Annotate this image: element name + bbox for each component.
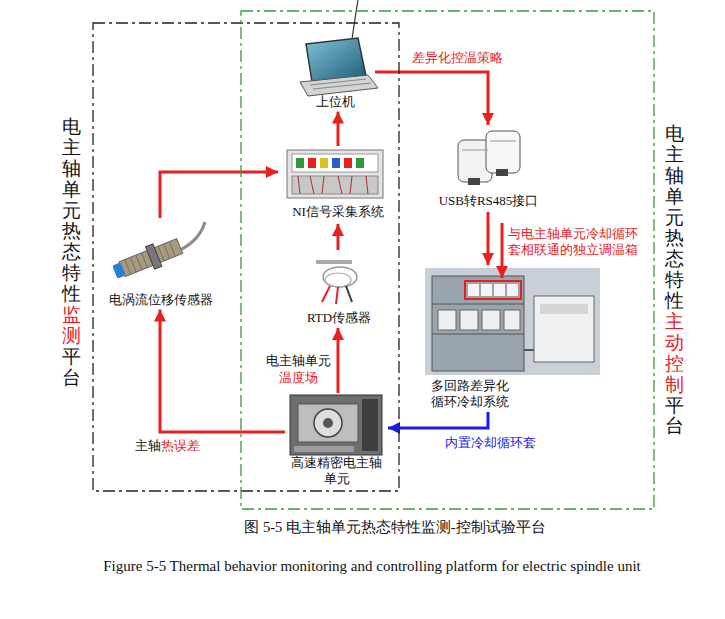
text-char: 特 <box>665 269 684 290</box>
signal-arrow <box>160 172 278 218</box>
signal-arrow <box>388 412 488 428</box>
text-char: 单 <box>305 353 318 368</box>
callout-text: 与电主轴单元冷却循环套相联通的独立调温箱 <box>508 227 640 258</box>
component-node: 电涡流位移传感器 <box>103 218 219 310</box>
text-char: 热 <box>665 227 684 248</box>
text-char: 主 <box>665 311 684 332</box>
text-char: 态 <box>62 241 81 262</box>
text-char: 单 <box>665 186 684 207</box>
figure-caption: 图 5-5 电主轴单元热态特性监测-控制试验平台 <box>100 518 690 537</box>
callout-arrow <box>501 223 504 278</box>
text-char: 性 <box>665 290 684 311</box>
arrow-label: 电主轴单元温度场 <box>264 353 333 387</box>
figure-caption-en: Figure 5-5 Thermal behavior monitoring a… <box>60 554 684 578</box>
usb-converter-picture <box>458 131 520 185</box>
dash-dot-border <box>93 23 399 491</box>
region-outline <box>92 22 400 492</box>
text-char: 制 <box>665 374 684 395</box>
text-char: 主 <box>665 144 684 165</box>
text-char: 轴 <box>665 165 684 186</box>
text-char: 轴 <box>62 158 81 179</box>
text-char: 动 <box>665 332 684 353</box>
component-node: 高速精密电主轴单元 <box>285 393 388 488</box>
text-char: 台 <box>665 415 684 436</box>
signal-arrow <box>337 328 340 393</box>
arrow-label: 主轴热误差 <box>130 438 204 455</box>
text-char: 特 <box>62 262 81 283</box>
platform-heading: 电主轴单元热态特性监测平台 <box>62 117 81 389</box>
label-holder: 内置冷却循环套 <box>436 435 544 452</box>
arrow-label: 差异化控温策略 <box>398 50 516 67</box>
text-char: 电 <box>665 123 684 144</box>
text-char: 差 <box>187 438 200 453</box>
text-char: 热 <box>62 220 81 241</box>
text-char: 监 <box>62 304 81 325</box>
text-char: 元 <box>62 200 81 221</box>
component-label: 电涡流位移传感器 <box>104 292 217 308</box>
text-char: 电 <box>266 353 279 368</box>
cooling-system-picture <box>425 268 600 375</box>
text-char: 度 <box>292 370 305 385</box>
text-char: 主 <box>279 353 292 368</box>
text-char: 热 <box>161 438 174 453</box>
rtd-picture <box>316 262 357 304</box>
daq-picture <box>287 150 383 198</box>
text-char: 主 <box>135 438 148 453</box>
spindle-picture <box>290 395 382 455</box>
signal-arrow <box>160 310 285 432</box>
signal-arrow <box>337 224 340 250</box>
text-char: 场 <box>305 370 318 385</box>
platform-region: 电主轴单元热态特性监测平台上位机NI信号采集系统电涡流位移传感器RTD传感器高速… <box>92 22 400 492</box>
dash-dot-border <box>241 11 654 509</box>
label-holder: 电主轴单元温度场 <box>264 353 333 387</box>
text-char: 态 <box>665 248 684 269</box>
text-char: 单 <box>62 179 81 200</box>
arrow-label: 内置冷却循环套 <box>436 435 544 452</box>
signal-arrow <box>375 72 488 125</box>
label-holder: 差异化控温策略 <box>398 50 516 67</box>
signal-arrow <box>487 212 490 265</box>
text-char: 主 <box>62 137 81 158</box>
component-label: USB转RS485接口 <box>433 193 544 209</box>
component-label: 上位机 <box>300 94 370 110</box>
component-label: 多回路差异化循环冷却系统 <box>428 378 512 409</box>
label-holder: 与电主轴单元冷却循环套相联通的独立调温箱 <box>508 227 640 258</box>
text-char: 轴 <box>292 353 305 368</box>
platform-heading: 电主轴单元热态特性主动控制平台 <box>665 124 684 437</box>
text-char: 平 <box>665 395 684 416</box>
text-char: 电 <box>62 116 81 137</box>
signal-arrow <box>337 112 340 146</box>
text-char: 轴 <box>148 438 161 453</box>
text-char: 元 <box>665 207 684 228</box>
label-holder: 主轴热误差 <box>130 438 204 455</box>
text-char: 元 <box>318 353 331 368</box>
component-label: RTD传感器 <box>301 310 377 326</box>
text-char: 控 <box>665 353 684 374</box>
component-node: 多回路差异化循环冷却系统 <box>420 265 605 412</box>
component-label: 高速精密电主轴单元 <box>289 455 384 486</box>
component-node: 上位机 <box>295 42 375 112</box>
text-char: 误 <box>174 438 187 453</box>
text-char: 平 <box>62 346 81 367</box>
eddy-sensor-picture <box>110 222 205 283</box>
text-char: 台 <box>62 367 81 388</box>
label-holder: Figure 5-5 Thermal behavior monitoring a… <box>60 554 684 578</box>
text-char: 温 <box>279 370 292 385</box>
laptop-picture <box>300 0 378 96</box>
component-label: NI信号采集系统 <box>282 204 394 220</box>
text-char: 测 <box>62 325 81 346</box>
label-holder: 图 5-5 电主轴单元热态特性监测-控制试验平台 <box>100 518 690 537</box>
text-char: 性 <box>62 283 81 304</box>
component-node: NI信号采集系统 <box>278 146 398 224</box>
component-node: USB转RS485接口 <box>432 125 546 212</box>
component-node: RTD传感器 <box>300 250 379 328</box>
